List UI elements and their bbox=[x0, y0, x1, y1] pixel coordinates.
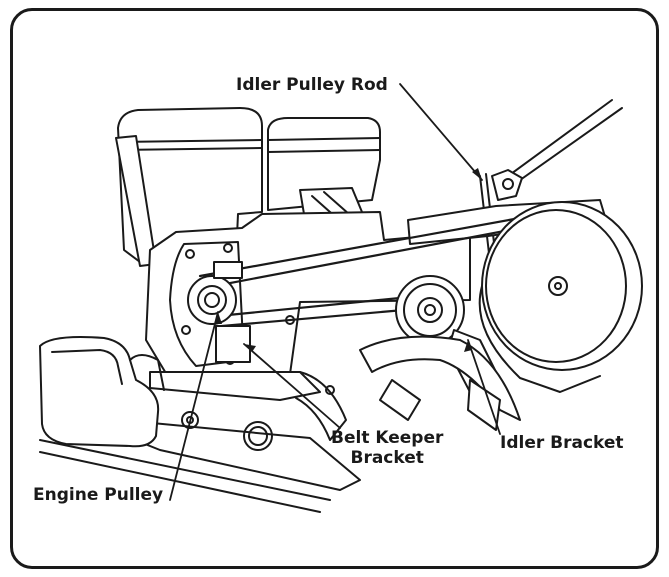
handle-grip bbox=[39, 336, 165, 448]
belt-keeper-bracket bbox=[215, 325, 251, 363]
label-belt-keeper-line1: Belt Keeper bbox=[331, 428, 444, 448]
engine-pulley bbox=[187, 275, 237, 325]
drive-belt bbox=[198, 216, 522, 328]
label-idler-pulley-rod: Idler Pulley Rod bbox=[236, 75, 388, 95]
label-belt-keeper-line2: Bracket bbox=[350, 448, 424, 468]
leader-lines bbox=[169, 83, 501, 501]
label-engine-pulley: Engine Pulley bbox=[33, 485, 164, 505]
label-idler-bracket: Idler Bracket bbox=[500, 433, 624, 453]
tiller-frame bbox=[39, 371, 361, 513]
label-belt-keeper-bracket: Belt Keeper Bracket bbox=[331, 428, 443, 468]
idler-pulley-rod bbox=[479, 99, 623, 263]
engine-fuel-tank bbox=[115, 107, 263, 267]
transmission-pulley bbox=[478, 201, 643, 393]
